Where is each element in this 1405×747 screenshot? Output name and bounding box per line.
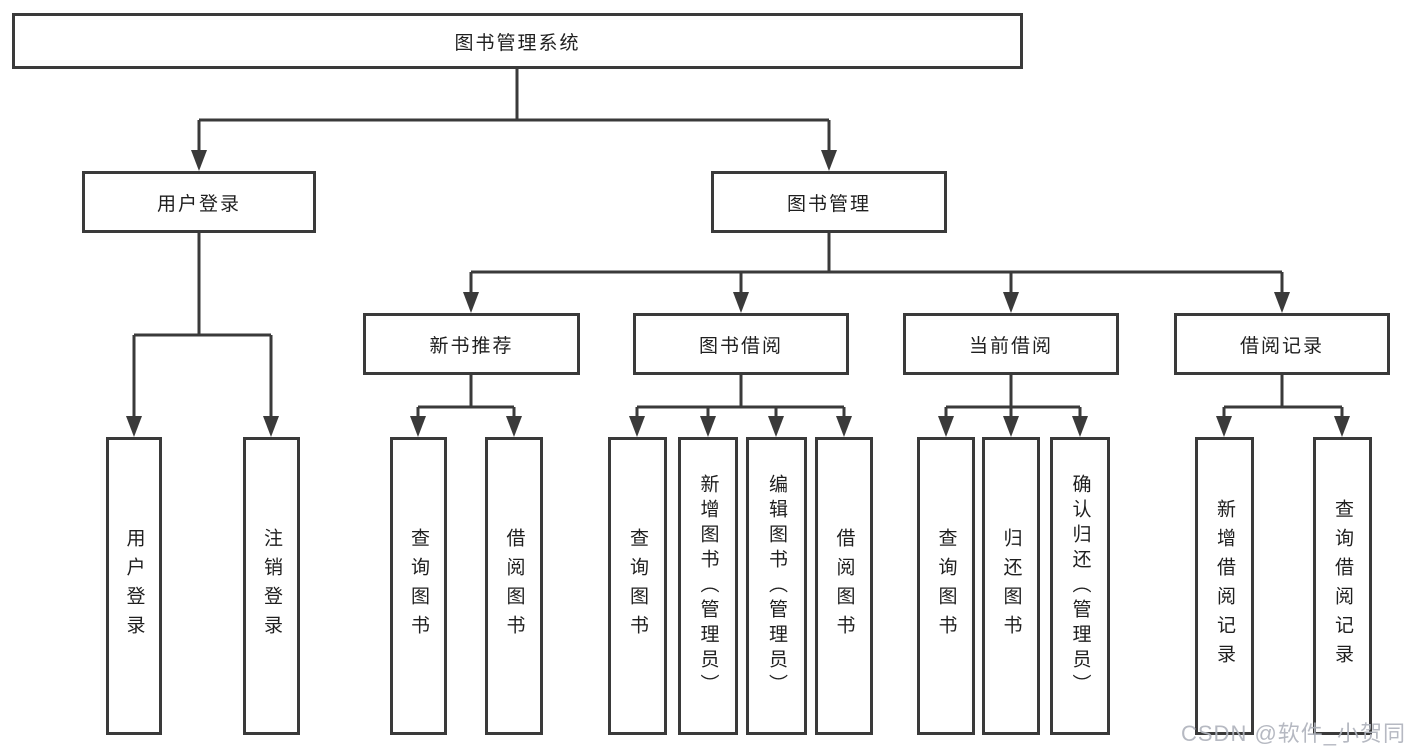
node-label: 图书管理 [786,193,871,215]
leaf-confirm-return-admin: 确认归还（管理员） [1050,437,1110,735]
node-borrow-records: 借阅记录 [1174,313,1390,375]
arrow-down-icon [1334,416,1350,437]
arrow-down-icon [1003,292,1019,313]
node-new-book-recommend: 新书推荐 [363,313,580,375]
node-label: 查询图书 [935,528,957,644]
node-book-borrow: 图书借阅 [633,313,849,375]
node-label: 新增图书（管理员） [697,473,719,699]
node-label: 查询借阅记录 [1332,499,1353,673]
arrow-down-icon [1003,416,1019,437]
leaf-add-borrow-record: 新增借阅记录 [1195,437,1254,735]
arrow-down-icon [1072,416,1088,437]
node-user-login: 用户登录 [82,171,316,233]
arrow-down-icon [733,292,749,313]
leaf-user-login: 用户登录 [106,437,162,735]
node-label: 图书管理系统 [454,32,581,54]
node-label: 图书借阅 [698,335,783,357]
leaf-query-borrow-record: 查询借阅记录 [1313,437,1372,735]
arrow-down-icon [700,416,716,437]
arrow-down-icon [938,416,954,437]
arrow-down-icon [410,416,426,437]
node-label: 借阅图书 [833,528,855,644]
arrow-down-icon [768,416,784,437]
arrow-down-icon [1274,292,1290,313]
node-label: 编辑图书（管理员） [766,473,787,699]
leaf-add-book-admin: 新增图书（管理员） [678,437,738,735]
leaf-logout: 注销登录 [243,437,300,735]
node-label: 用户登录 [156,193,241,215]
arrow-down-icon [191,150,207,171]
node-label: 借阅记录 [1239,335,1324,357]
arrow-down-icon [263,416,279,437]
arrow-down-icon [836,416,852,437]
arrow-down-icon [463,292,479,313]
leaf-return-book: 归还图书 [982,437,1040,735]
arrow-down-icon [1216,416,1232,437]
leaf-query-books-recommend: 查询图书 [390,437,447,735]
node-label: 注销登录 [261,528,282,644]
node-label: 借阅图书 [503,528,525,644]
node-label: 用户登录 [123,528,145,644]
arrow-down-icon [629,416,645,437]
arrow-down-icon [821,150,837,171]
arrow-down-icon [506,416,522,437]
leaf-edit-book-admin: 编辑图书（管理员） [746,437,807,735]
node-label: 当前借阅 [968,335,1053,357]
node-label: 查询图书 [408,528,429,644]
node-label: 新增借阅记录 [1214,499,1235,673]
node-book-management: 图书管理 [711,171,947,233]
node-label: 新书推荐 [429,335,514,357]
node-label: 确认归还（管理员） [1069,473,1091,699]
node-current-borrow: 当前借阅 [903,313,1119,375]
leaf-borrow-books-borrow: 借阅图书 [815,437,873,735]
node-root-system: 图书管理系统 [12,13,1023,69]
leaf-borrow-books-recommend: 借阅图书 [485,437,543,735]
node-label: 查询图书 [627,528,648,644]
watermark: CSDN @软件_小贺同学 [1181,721,1405,746]
leaf-query-books-current: 查询图书 [917,437,975,735]
leaf-query-books-borrow: 查询图书 [608,437,667,735]
node-label: 归还图书 [1000,528,1022,644]
arrow-down-icon [126,416,142,437]
